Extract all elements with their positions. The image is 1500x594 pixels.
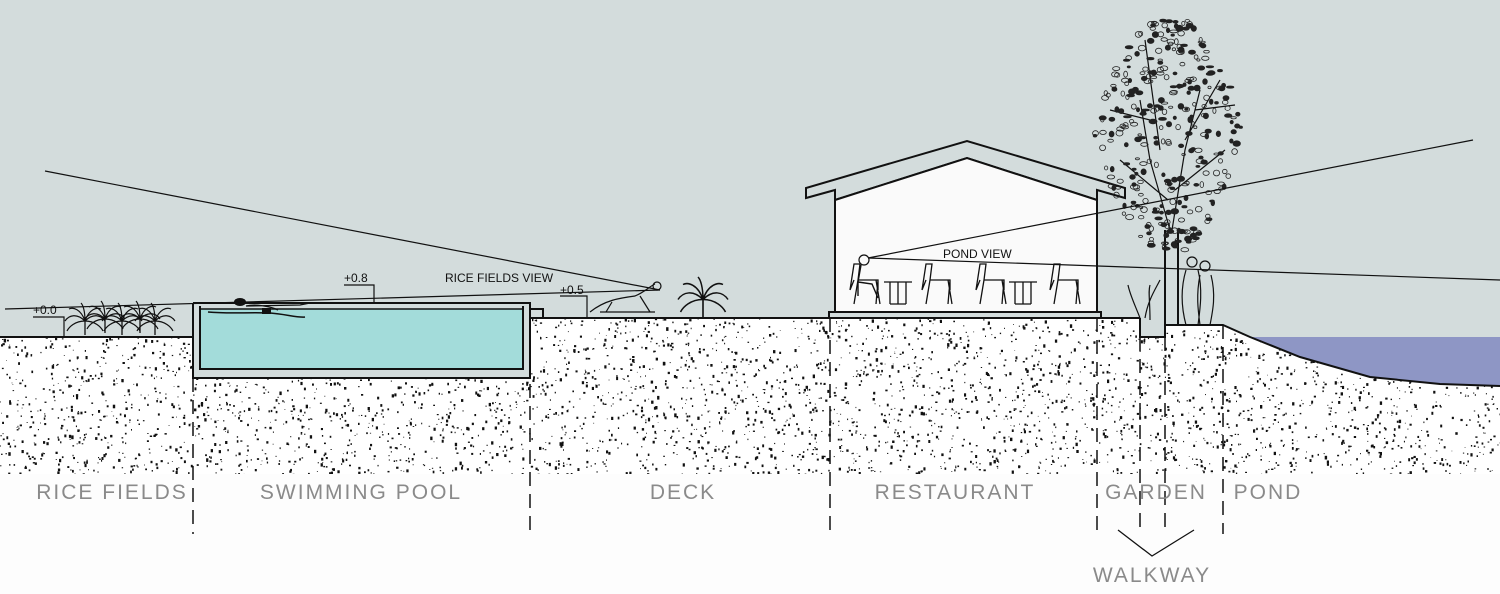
pool-water <box>201 309 522 368</box>
zone-label-pond: POND <box>1234 481 1303 504</box>
sightline-pond-low <box>867 257 1500 281</box>
zone-label-deck: DECK <box>650 481 716 504</box>
sightline-pond-high <box>867 139 1474 259</box>
level-pool-label: +0.8 <box>344 271 368 285</box>
garden-plant <box>1127 279 1161 321</box>
sightline-rice-high <box>44 170 661 291</box>
pond-view-label: POND VIEW <box>943 247 1012 261</box>
ground-bottom <box>0 474 1500 594</box>
restaurant-building <box>805 139 1126 319</box>
level-marker-pool: +0.8 <box>344 271 375 303</box>
level-rice-label: +0.0 <box>33 303 57 317</box>
level-marker-deck: +0.5 <box>560 283 588 318</box>
pond-water <box>1250 337 1500 386</box>
swimmer <box>207 298 311 318</box>
sightline-rice-low <box>4 289 661 310</box>
zone-label-walkway: WALKWAY <box>1093 564 1211 587</box>
zone-label-garden: GARDEN <box>1105 481 1207 504</box>
zone-dividers <box>192 318 1224 534</box>
zone-label-swimming-pool: SWIMMING POOL <box>260 481 462 504</box>
tree <box>1092 18 1243 325</box>
zone-label-rice-fields: RICE FIELDS <box>36 481 188 504</box>
swimming-pool <box>192 302 553 379</box>
soil-speckles <box>0 318 1500 474</box>
garden-couple <box>1181 256 1215 326</box>
soil-section <box>0 318 1500 474</box>
walkway-pointer <box>1117 529 1195 557</box>
level-deck-label: +0.5 <box>560 283 584 297</box>
zone-label-restaurant: RESTAURANT <box>875 481 1036 504</box>
rice-fields-view-label: RICE FIELDS VIEW <box>445 271 554 285</box>
level-marker-rice: +0.0 <box>33 303 65 337</box>
